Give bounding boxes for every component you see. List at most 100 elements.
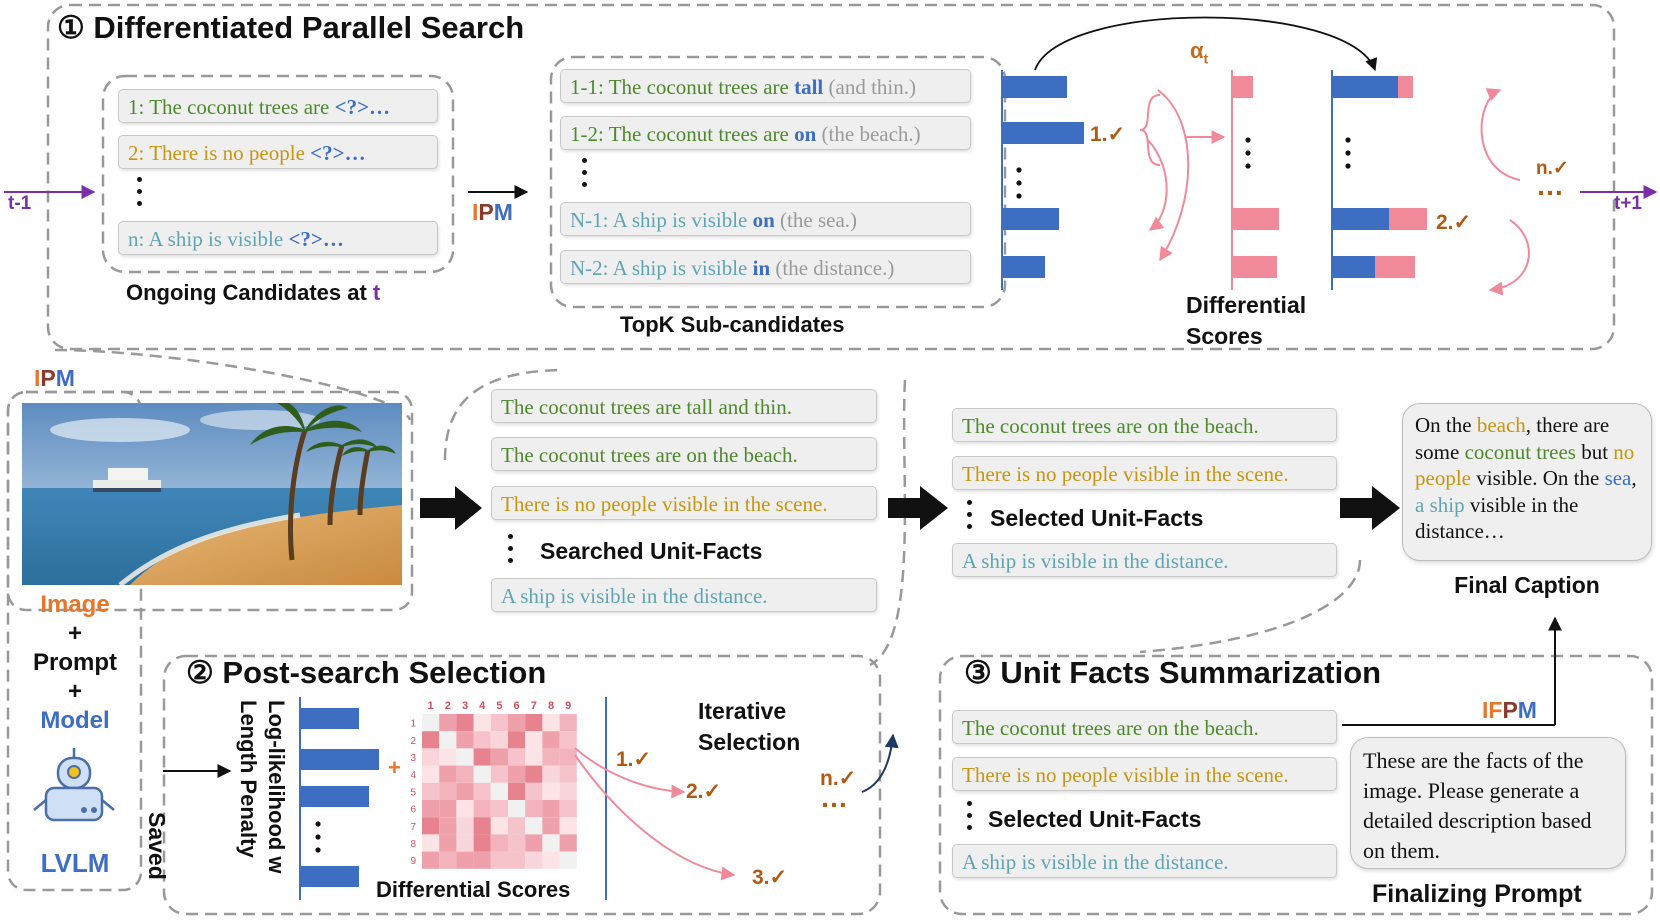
pink-arc	[1147, 139, 1168, 231]
score-bar	[1398, 76, 1413, 98]
ifpm-label: IFPM	[1482, 697, 1537, 724]
heatmap-cell	[439, 782, 457, 800]
heatmap-cell	[473, 834, 491, 852]
check-2: 2.✓	[1436, 211, 1472, 234]
searched-fact: The coconut trees are on the beach.	[491, 437, 877, 471]
sub-prefix: 1-2: The coconut trees are	[570, 122, 795, 146]
selected-label-2: Selected Unit-Facts	[988, 806, 1202, 832]
ifpm-i: I	[1482, 697, 1489, 723]
heatmap-cell	[439, 800, 457, 818]
ongoing-label-t: t	[372, 280, 381, 305]
ifpm-f: F	[1488, 697, 1503, 723]
diff-label-line1: Differential	[1186, 292, 1307, 318]
heatmap-cell	[456, 748, 474, 766]
ongoing-candidate-1: 1: The coconut trees are <?>…	[118, 89, 438, 123]
heatmap-row-tick: 8	[410, 839, 416, 850]
big-arrow	[1340, 486, 1400, 530]
heatmap-cell	[439, 714, 457, 732]
sub-candidate-1-2: 1-2: The coconut trees are on (the beach…	[560, 116, 971, 150]
loglik-bar	[301, 749, 379, 770]
section1-box	[46, 3, 1616, 351]
heatmap-cell	[490, 731, 508, 749]
section2-box	[162, 654, 882, 916]
finalizing-prompt-label: Finalizing Prompt	[1372, 880, 1582, 908]
sub-prefix: N-2: A ship is visible	[570, 256, 753, 280]
heatmap-cell	[473, 851, 491, 869]
check-1: 1.✓	[616, 748, 652, 771]
big-arrow	[888, 486, 948, 530]
plus-sign: +	[67, 678, 82, 705]
fact-text: A ship is visible in the distance.	[962, 850, 1229, 874]
heatmap-cell	[439, 765, 457, 783]
fact-text: A ship is visible in the distance.	[501, 584, 768, 608]
t-prev-label: t-1	[8, 193, 32, 214]
iterative-line2: Selection	[698, 729, 801, 755]
loglik-line2: Length Penalty	[236, 700, 261, 858]
score-bar	[1003, 122, 1084, 144]
score-bar	[1003, 76, 1067, 98]
vertical-dots	[137, 177, 142, 206]
searched-fact: A ship is visible in the distance.	[491, 578, 877, 612]
pink-arc-right	[1480, 88, 1521, 181]
model-label: Model	[40, 707, 110, 734]
heatmap-cell	[525, 817, 543, 835]
heatmap-cell	[559, 748, 577, 766]
finalizing-prompt-bubble: These are the facts of the image. Please…	[1350, 737, 1626, 869]
score-bar	[1233, 256, 1277, 278]
heatmap-row-tick: 1	[410, 719, 416, 730]
sub-token: tall	[794, 75, 824, 99]
iterative-line1: Iterative	[698, 698, 787, 724]
loglik-bar	[301, 786, 369, 807]
heatmap-cell	[525, 834, 543, 852]
alpha-subscript: t	[1203, 50, 1209, 67]
candidate-tail: <?>…	[334, 95, 391, 119]
heatmap-cell	[473, 765, 491, 783]
heatmap-col-tick: 2	[445, 700, 451, 712]
vertical-dots	[967, 500, 972, 529]
caption-segment: visible. On the	[1470, 466, 1605, 490]
heatmap-cell	[439, 748, 457, 766]
score-bar	[1333, 208, 1389, 230]
heatmap-col-tick: 4	[479, 700, 486, 712]
saved-label: Saved	[144, 812, 170, 880]
heatmap-cell	[422, 834, 440, 852]
vertical-dots	[508, 534, 513, 563]
heatmap-cell	[456, 714, 474, 732]
caption-segment: coconut trees	[1464, 439, 1576, 464]
robot-icon	[33, 748, 115, 822]
section2-title: ② Post-search Selection	[186, 655, 547, 690]
heatmap-cell	[473, 817, 491, 835]
sub-rest: (and thin.)	[823, 75, 917, 99]
topk-label: TopK Sub-candidates	[620, 312, 845, 337]
alpha-symbol: α	[1190, 38, 1204, 63]
heatmap-cell	[542, 851, 560, 869]
check-n: n.✓	[1536, 158, 1569, 179]
heatmap-cell	[559, 817, 577, 835]
fact-text: A ship is visible in the distance.	[962, 549, 1229, 573]
caption-segment: On the	[1415, 413, 1477, 437]
dots: …	[1536, 170, 1564, 201]
heatmap-cell	[508, 731, 526, 749]
heatmap-cell	[559, 765, 577, 783]
heatmap-cell	[542, 714, 560, 732]
heatmap-cell	[490, 765, 508, 783]
heatmap-cell	[508, 800, 526, 818]
connector-dashed	[1139, 559, 1362, 654]
heatmap-cell	[422, 800, 440, 818]
heatmap-cell	[559, 800, 577, 818]
summary-fact: There is no people visible in the scene.	[952, 757, 1337, 791]
selected-label: Selected Unit-Facts	[990, 505, 1204, 531]
check-n: n.✓	[820, 767, 857, 790]
sub-prefix: N-1: A ship is visible	[570, 208, 753, 232]
selection-arrow	[574, 747, 686, 799]
check-1: 1.✓	[1090, 123, 1126, 146]
t-next-label: t+1	[1614, 193, 1642, 214]
loglik-label: Log-likelihood w Length Penalty	[234, 700, 290, 874]
check-3: 3.✓	[752, 866, 788, 889]
heatmap-cell	[490, 834, 508, 852]
sub-candidate-n-2: N-2: A ship is visible in (the distance.…	[560, 250, 971, 284]
caption-segment: ,	[1631, 466, 1637, 490]
heatmap-cell	[422, 765, 440, 783]
score-bar	[1375, 256, 1415, 278]
